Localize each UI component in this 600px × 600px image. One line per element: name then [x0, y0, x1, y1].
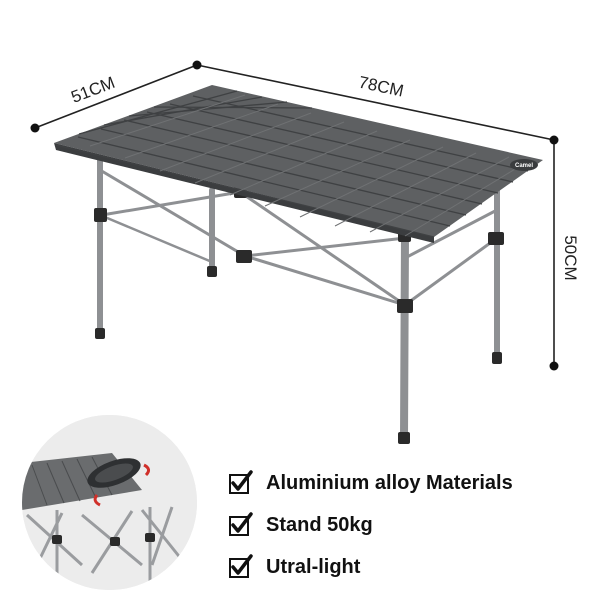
rolled-table-inset: [22, 415, 197, 590]
strap-arrow: [93, 494, 101, 507]
joint: [488, 232, 504, 245]
cross-brace: [98, 213, 214, 264]
feature-item: Stand 50kg: [228, 504, 588, 546]
foot: [95, 328, 105, 339]
dimension-dot: [192, 60, 202, 70]
checkmark-icon: [229, 470, 253, 494]
foot: [492, 352, 502, 364]
cross-brace: [403, 208, 499, 260]
foot: [207, 266, 217, 277]
cross-brace: [98, 168, 247, 258]
joint: [397, 299, 413, 313]
table-slats: [55, 90, 529, 238]
joint: [236, 250, 252, 263]
dimension-lines: [34, 64, 555, 366]
rolled-table-illustration: [22, 415, 197, 590]
dimension-dot: [549, 361, 559, 371]
cross-brace: [243, 254, 407, 307]
checkmark-icon: [229, 512, 253, 536]
strap-arrow: [143, 463, 151, 477]
checkmark-icon: [229, 554, 253, 578]
joint: [94, 208, 107, 222]
dimension-dots: [30, 60, 559, 371]
dimension-dot: [30, 123, 40, 133]
height-label: 50CM: [561, 235, 580, 280]
length-label: 78CM: [357, 73, 405, 101]
feature-text: Utral-light: [266, 555, 361, 578]
leg-front-right: [400, 231, 409, 442]
foot: [398, 432, 410, 444]
cross-brace: [403, 236, 499, 307]
feature-text: Stand 50kg: [266, 513, 373, 536]
feature-text: Aluminium alloy Materials: [266, 471, 513, 494]
depth-label: 51CM: [68, 73, 117, 107]
cross-brace: [100, 190, 242, 217]
feature-list: Aluminium alloy Materials Stand 50kg Utr…: [228, 462, 588, 588]
frame-joints: [94, 186, 504, 444]
length-dimension-line: [196, 64, 555, 141]
feature-item: Utral-light: [228, 546, 588, 588]
depth-dimension-line: [34, 64, 198, 129]
feature-item: Aluminium alloy Materials: [228, 462, 588, 504]
table-frame: [97, 157, 500, 442]
cross-brace: [243, 236, 407, 258]
brand-logo: [510, 159, 538, 171]
brand-logo-text: Camel: [515, 163, 533, 169]
table-slat-dividers: [89, 94, 531, 237]
dimension-dot: [549, 135, 559, 145]
